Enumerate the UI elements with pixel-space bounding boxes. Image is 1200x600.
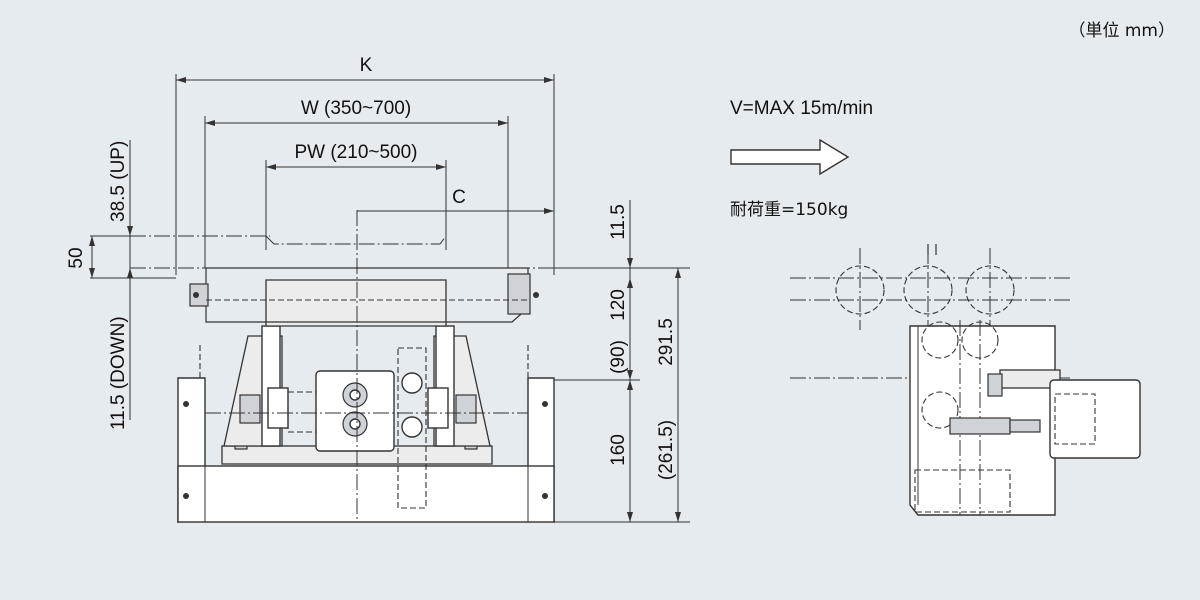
units-note: （単位 mm） xyxy=(1068,21,1175,41)
frame-bolt xyxy=(183,401,189,407)
dim-right-11-5-label: 11.5 xyxy=(608,204,629,240)
roller-hidden xyxy=(835,265,885,315)
side-bracket-right xyxy=(507,273,531,315)
roller-hidden xyxy=(965,265,1015,315)
frame-bolt xyxy=(183,493,189,499)
base-frame-beam xyxy=(177,465,555,523)
direction-arrow-icon xyxy=(730,138,850,176)
sprocket-upper xyxy=(401,372,423,394)
front-view xyxy=(89,74,690,524)
drive-shaft xyxy=(949,417,1011,435)
side-view xyxy=(790,244,1141,516)
dim-stroke-label: 50 xyxy=(66,247,87,268)
roller-hidden xyxy=(903,265,953,315)
bearing-block xyxy=(455,394,477,424)
coupling-hidden xyxy=(287,391,317,433)
motor-hidden xyxy=(397,347,427,509)
gearbox xyxy=(315,370,395,452)
sprocket-lower xyxy=(401,416,423,438)
dim-160-label: 160 xyxy=(608,434,629,466)
dim-pw-label: PW (210~500) xyxy=(294,142,417,163)
dim-c-label: C xyxy=(452,187,466,208)
dim-120-label: 120 xyxy=(608,289,629,321)
dim-up-label: 38.5 (UP) xyxy=(108,141,129,222)
dim-261-5-label: (261.5) xyxy=(656,420,677,480)
load-label: 耐荷重=150kg xyxy=(730,200,848,220)
dim-k-label: K xyxy=(360,55,373,76)
frame-bolt xyxy=(542,493,548,499)
dim-down-label: 11.5 (DOWN) xyxy=(108,316,129,430)
frame-bolt xyxy=(542,401,548,407)
bearing-block xyxy=(239,394,261,424)
dim-w-label: W (350~700) xyxy=(301,98,411,119)
speed-label: V=MAX 15m/min xyxy=(730,98,873,119)
dim-90-label: (90) xyxy=(608,340,629,374)
carrier-plate xyxy=(265,279,447,327)
dim-291-5-label: 291.5 xyxy=(656,318,677,366)
